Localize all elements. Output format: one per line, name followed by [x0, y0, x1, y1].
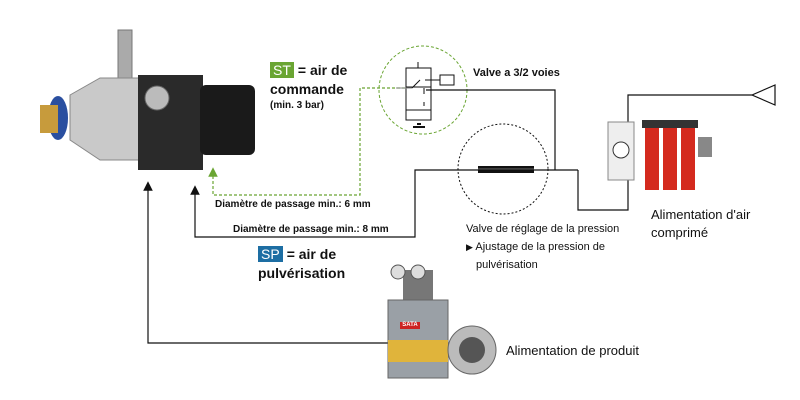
product-supply-label: Alimentation de produit	[506, 343, 639, 358]
sp-line2: pulvérisation	[258, 265, 346, 281]
atomizing-air-hose	[190, 169, 578, 238]
st-badge: ST	[270, 62, 294, 78]
control-air-hose	[208, 87, 410, 196]
product-hose	[143, 181, 390, 344]
regulator-bullet2: pulvérisation	[476, 259, 538, 271]
regulator-circle	[457, 123, 549, 215]
valve-3-2-symbol	[396, 62, 455, 128]
spray-gun-image	[40, 29, 255, 170]
air-supply-line1: Alimentation d'air	[651, 207, 751, 222]
regulator-bullet: ▶ Ajustage de la pression de	[466, 241, 605, 253]
hose-6mm-label: Diamètre de passage min.: 6 mm	[215, 199, 371, 210]
atomizing-air-label: SP= air de	[258, 246, 336, 262]
air-source-triangle	[750, 84, 776, 106]
valve-supply-line	[426, 89, 556, 170]
sp-badge: SP	[258, 246, 283, 262]
valve-3-2-label: Valve a 3/2 voies	[473, 67, 560, 79]
air-supply-line2: comprimé	[651, 225, 709, 240]
sp-line1: = air de	[286, 246, 337, 262]
regulator-bullet-text: Ajustage de la pression de	[475, 241, 606, 253]
st-line2: commande	[270, 81, 344, 97]
control-air-label: ST= air de	[270, 62, 347, 78]
regulator-title: Valve de réglage de la pression	[466, 223, 620, 235]
pot-brand-label: SATA	[402, 322, 418, 328]
air-supply-line	[577, 94, 752, 211]
hose-8mm-label: Diamètre de passage min.: 8 mm	[233, 224, 389, 235]
triangle-bullet-icon: ▶	[466, 242, 473, 252]
st-note: (min. 3 bar)	[270, 100, 324, 111]
st-line1: = air de	[297, 62, 348, 78]
filter-unit-image	[607, 120, 712, 190]
pressure-pot-image	[387, 264, 497, 379]
